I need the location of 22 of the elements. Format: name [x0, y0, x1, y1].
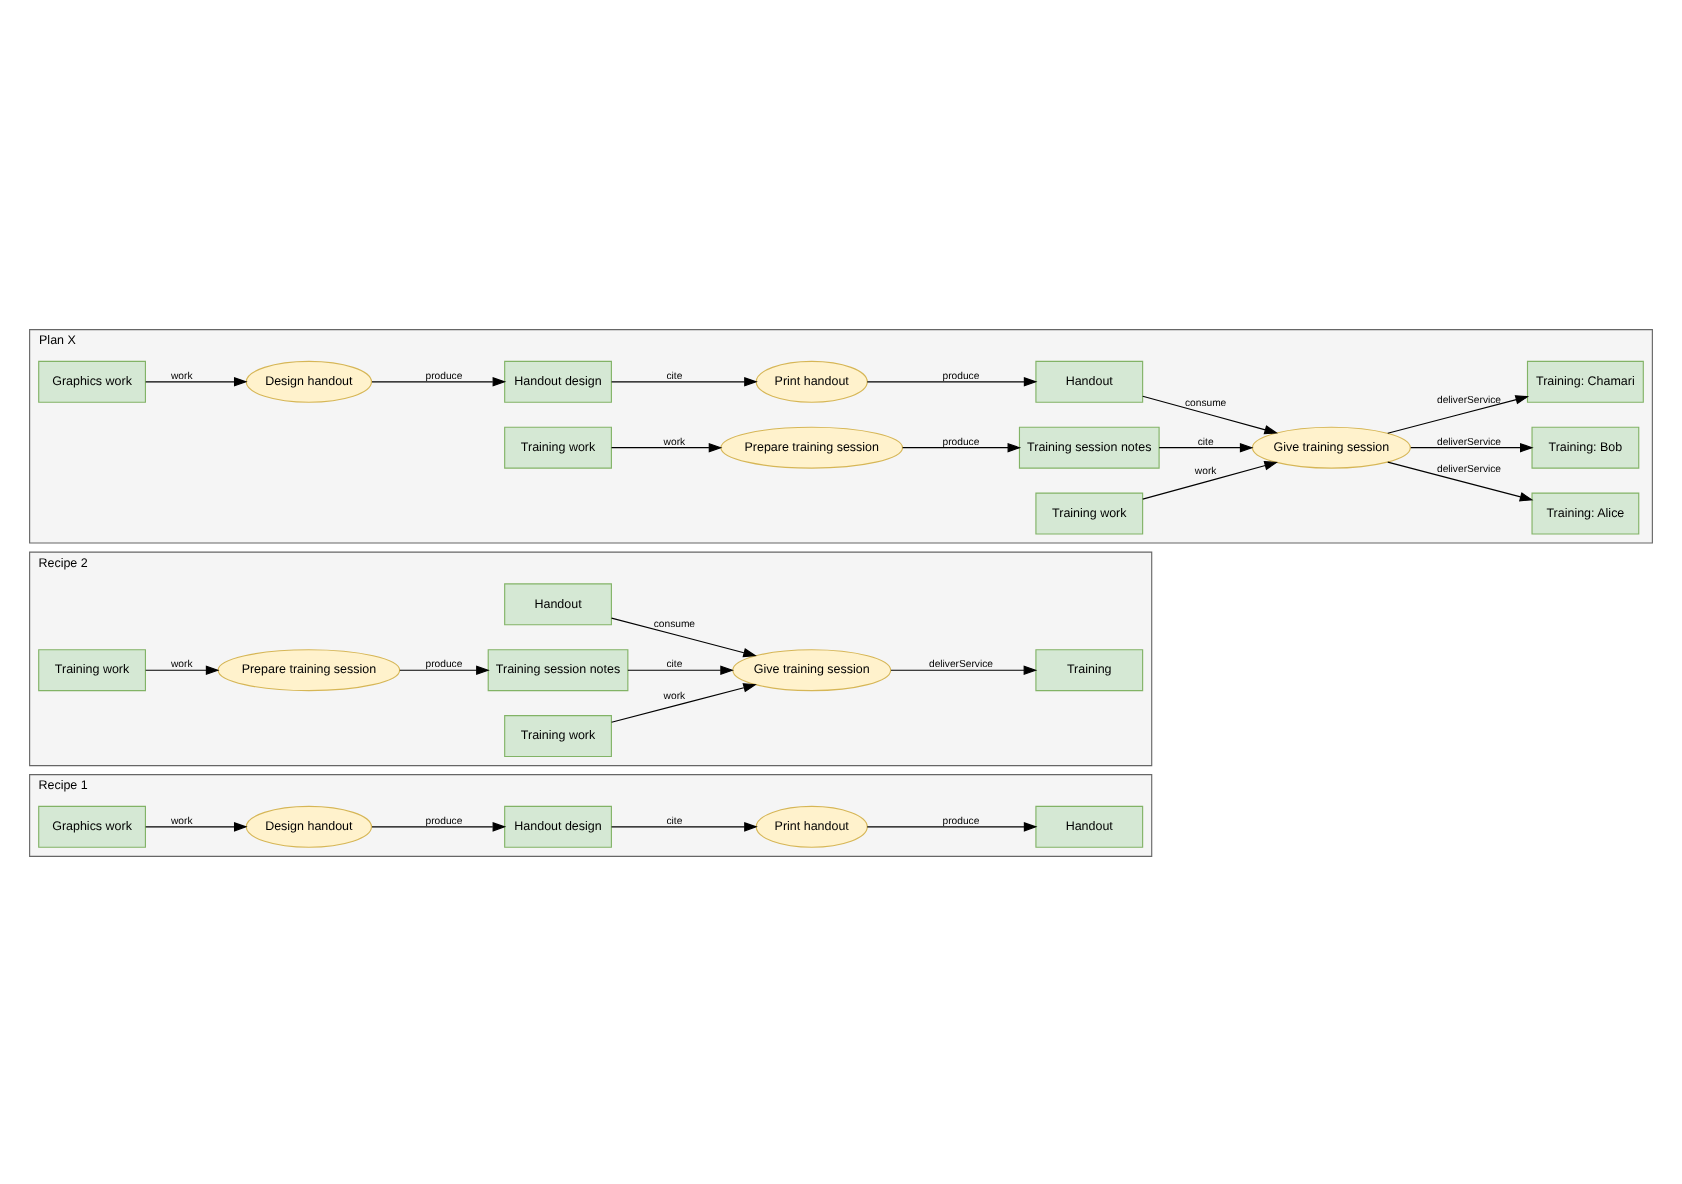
arrow	[611, 821, 758, 831]
arrow	[611, 616, 757, 657]
arrow	[1410, 441, 1534, 452]
arrow	[371, 376, 507, 386]
arrow	[145, 821, 248, 831]
arrow	[866, 821, 1038, 831]
arrow	[1387, 460, 1534, 501]
arrow	[866, 376, 1038, 386]
arrow	[1142, 460, 1279, 499]
arrow	[611, 441, 723, 452]
arrow	[145, 664, 220, 674]
arrow	[145, 376, 248, 386]
arrow	[611, 376, 758, 386]
arrow	[399, 664, 490, 674]
arrow	[890, 664, 1038, 674]
arrow	[1387, 394, 1530, 433]
arrow	[627, 664, 734, 674]
arrow	[1158, 441, 1254, 452]
arrow	[611, 682, 757, 722]
arrow	[902, 441, 1022, 452]
arrow	[371, 821, 507, 831]
arrow	[1142, 394, 1279, 434]
